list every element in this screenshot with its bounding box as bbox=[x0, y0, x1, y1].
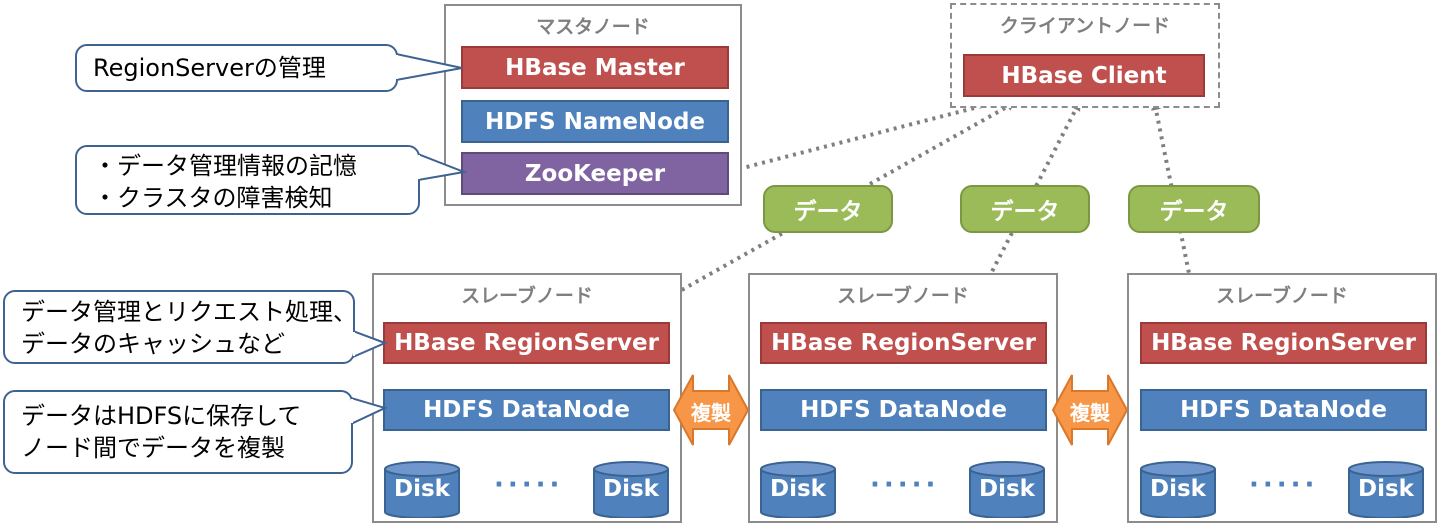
slave-node-title: スレーブノード bbox=[461, 285, 593, 307]
replication-arrow-2: 複製 bbox=[1051, 373, 1129, 447]
hbase-client: HBase Client bbox=[963, 54, 1205, 97]
replication-label: 複製 bbox=[691, 401, 731, 425]
callout-pointer bbox=[353, 330, 388, 358]
client-to-zookeeper-arrow bbox=[730, 96, 1010, 174]
ellipsis-dots: ····· bbox=[870, 470, 940, 500]
ellipsis-dots: ····· bbox=[494, 470, 564, 500]
hdfs-datanode-2: HDFS DataNode bbox=[760, 389, 1047, 431]
disk-label: Disk bbox=[979, 476, 1035, 502]
disk-cylinder: Disk bbox=[759, 460, 837, 519]
data-pill-2: データ bbox=[960, 185, 1090, 233]
callout-datanode-role: データはHDFSに保存して ノード間でデータを複製 bbox=[3, 390, 353, 474]
callout-text: データはHDFSに保存して bbox=[21, 402, 302, 430]
zookeeper: ZooKeeper bbox=[461, 152, 729, 195]
callout-text: データのキャッシュなど bbox=[21, 330, 285, 358]
hbase-master: HBase Master bbox=[461, 46, 729, 89]
hdfs-namenode: HDFS NameNode bbox=[461, 100, 729, 143]
client-node-title: クライアントノード bbox=[999, 15, 1171, 37]
hbase-regionserver-1: HBase RegionServer bbox=[383, 322, 670, 364]
disk-cylinder: Disk bbox=[383, 460, 461, 519]
hdfs-datanode-1: HDFS DataNode bbox=[383, 389, 670, 431]
hdfs-datanode-3: HDFS DataNode bbox=[1140, 389, 1427, 431]
callout-pointer bbox=[418, 153, 468, 181]
callout-zookeeper-info: ・データ管理情報の記憶 ・クラスタの障害検知 bbox=[75, 145, 420, 215]
callout-text: データ管理とリクエスト処理、 bbox=[21, 298, 357, 326]
disk-cylinder: Disk bbox=[592, 460, 670, 519]
disk-label: Disk bbox=[770, 476, 826, 502]
callout-text: RegionServerの管理 bbox=[93, 54, 326, 82]
disk-cylinder: Disk bbox=[1139, 460, 1217, 519]
disk-label: Disk bbox=[603, 476, 659, 502]
disk-label: Disk bbox=[394, 476, 450, 502]
disk-label: Disk bbox=[1150, 476, 1206, 502]
replication-label: 複製 bbox=[1070, 401, 1110, 425]
hbase-regionserver-3: HBase RegionServer bbox=[1140, 322, 1427, 364]
callout-text: ノード間でデータを複製 bbox=[21, 434, 285, 462]
callout-pointer bbox=[396, 53, 463, 81]
callout-text: ・データ管理情報の記憶 bbox=[93, 152, 357, 180]
master-node-title: マスタノード bbox=[536, 16, 650, 38]
replication-arrow-1: 複製 bbox=[672, 373, 750, 447]
disk-label: Disk bbox=[1358, 476, 1414, 502]
callout-regionserver-role: データ管理とリクエスト処理、 データのキャッシュなど bbox=[3, 290, 357, 364]
data-pill-1: データ bbox=[763, 185, 893, 233]
hbase-regionserver-2: HBase RegionServer bbox=[760, 322, 1047, 364]
callout-regionserver-management: RegionServerの管理 bbox=[75, 44, 398, 92]
disk-cylinder: Disk bbox=[968, 460, 1046, 519]
ellipsis-dots: ····· bbox=[1249, 470, 1319, 500]
callout-text: ・クラスタの障害検知 bbox=[93, 184, 333, 212]
slave-node-title: スレーブノード bbox=[1216, 285, 1348, 307]
slave-node-title: スレーブノード bbox=[837, 285, 969, 307]
disk-cylinder: Disk bbox=[1347, 460, 1425, 519]
callout-pointer bbox=[351, 397, 388, 425]
data-pill-3: データ bbox=[1128, 185, 1260, 233]
